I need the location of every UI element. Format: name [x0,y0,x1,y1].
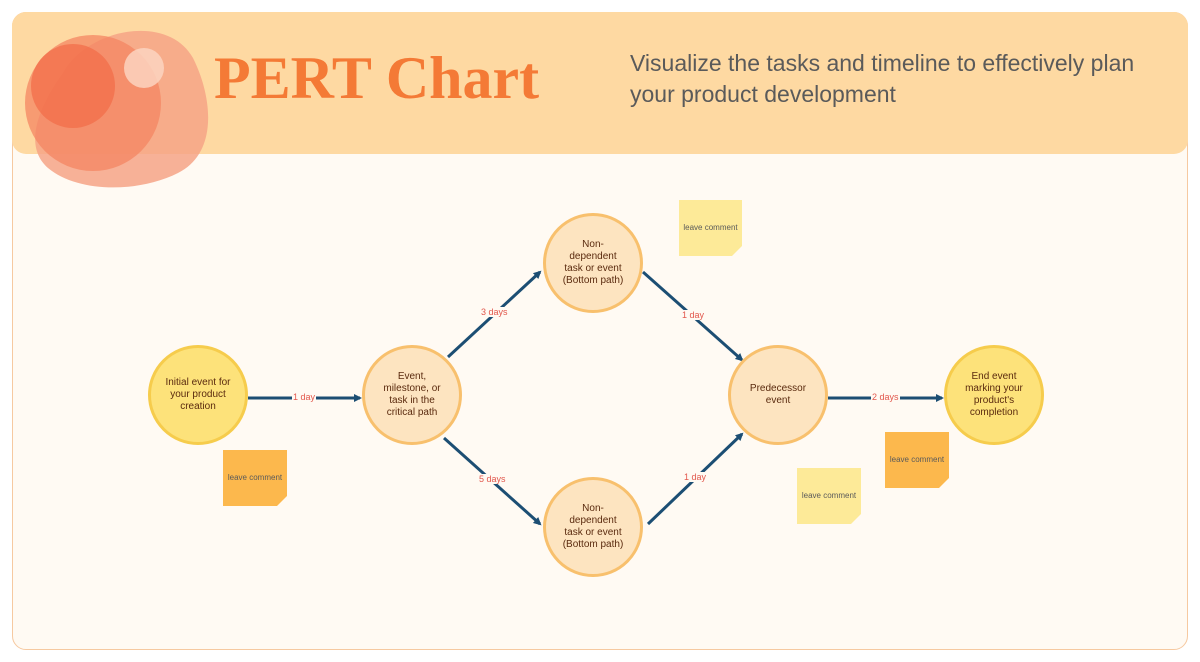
node-start-event[interactable]: Initial event for your product creation [148,345,248,445]
note-fold-icon [851,514,861,524]
sticky-note-3-text: leave comment [889,455,945,464]
page-subtitle: Visualize the tasks and timeline to effe… [630,50,1135,107]
page-title: PERT Chart [214,45,540,111]
node-predecessor-label: Predecessor event [749,383,807,406]
sticky-note-3[interactable]: leave comment [885,432,949,488]
node-end-label: End event marking your product's complet… [965,371,1023,418]
header-banner [12,12,1188,154]
edge-label-critical-bottom: 5 days [478,474,507,484]
decorative-blob [25,30,209,188]
node-bottom-task[interactable]: Non-dependent task or event (Bottom path… [543,477,643,577]
node-predecessor-event[interactable]: Predecessor event [728,345,828,445]
node-end-event[interactable]: End event marking your product's complet… [944,345,1044,445]
edge-label-bottom-predecessor: 1 day [683,472,708,482]
note-fold-icon [939,478,949,488]
sticky-note-1[interactable]: leave comment [679,200,742,256]
sticky-note-2[interactable]: leave comment [223,450,287,506]
edge-label-predecessor-end: 2 days [871,392,900,402]
node-start-label: Initial event for your product creation [165,377,231,412]
note-fold-icon [732,246,742,256]
node-top-label: Non-dependent task or event (Bottom path… [562,239,624,286]
sticky-note-2-text: leave comment [227,473,283,482]
edge-label-critical-top: 3 days [480,307,509,317]
edge-label-start-critical: 1 day [292,392,317,402]
node-critical-label: Event, milestone, or task in the critica… [383,371,441,418]
edge-label-top-predecessor: 1 day [681,310,706,320]
sticky-note-1-text: leave comment [683,223,738,232]
node-critical-event[interactable]: Event, milestone, or task in the critica… [362,345,462,445]
sticky-note-4-text: leave comment [801,491,857,500]
node-bottom-label: Non-dependent task or event (Bottom path… [562,503,624,550]
sticky-note-4[interactable]: leave comment [797,468,861,524]
node-top-task[interactable]: Non-dependent task or event (Bottom path… [543,213,643,313]
note-fold-icon [277,496,287,506]
